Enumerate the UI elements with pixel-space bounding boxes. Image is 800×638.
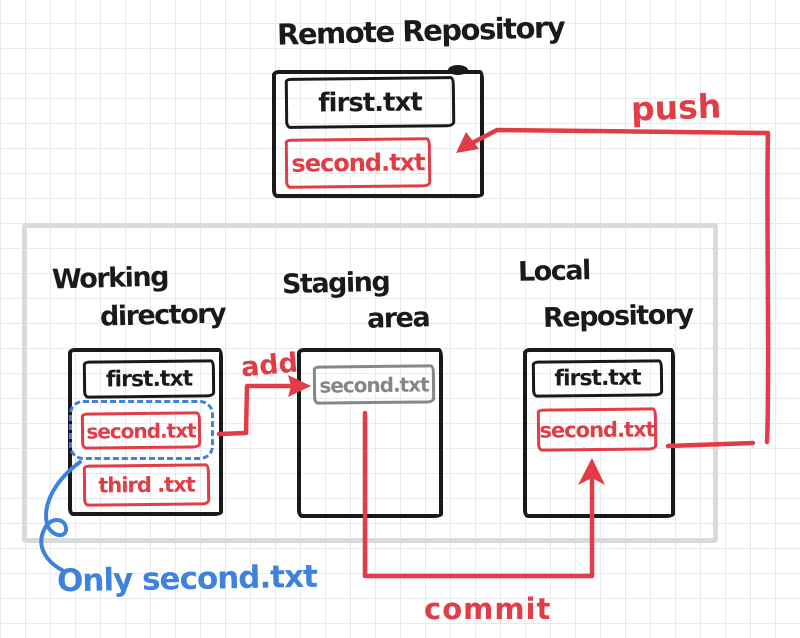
working-file-second: second.txt <box>80 411 202 450</box>
local-file-first: first.txt <box>531 359 664 398</box>
working-file-first: first.txt <box>82 359 216 399</box>
remote-file-second: second.txt <box>284 137 432 189</box>
commit-label: commit <box>424 592 552 626</box>
remote-file-first: first.txt <box>284 76 456 129</box>
staging-area-title-line1: Staging <box>281 266 390 301</box>
push-label: push <box>630 86 722 129</box>
local-repository-title-line1: Local <box>517 255 591 288</box>
staging-file-second: second.txt <box>312 364 436 405</box>
working-file-third: third .txt <box>82 463 211 507</box>
working-directory-title-line2: directory <box>99 298 226 333</box>
local-repository-title-line2: Repository <box>542 299 694 334</box>
only-second-note: Only second.txt <box>56 558 318 600</box>
second-txt-highlight-outline <box>69 400 214 460</box>
local-file-second: second.txt <box>536 407 658 452</box>
remote-repository-title: Remote Repository <box>276 10 565 52</box>
add-label: add <box>239 347 300 384</box>
working-directory-title-line1: Working <box>51 261 169 296</box>
staging-area-title-line2: area <box>366 302 430 335</box>
